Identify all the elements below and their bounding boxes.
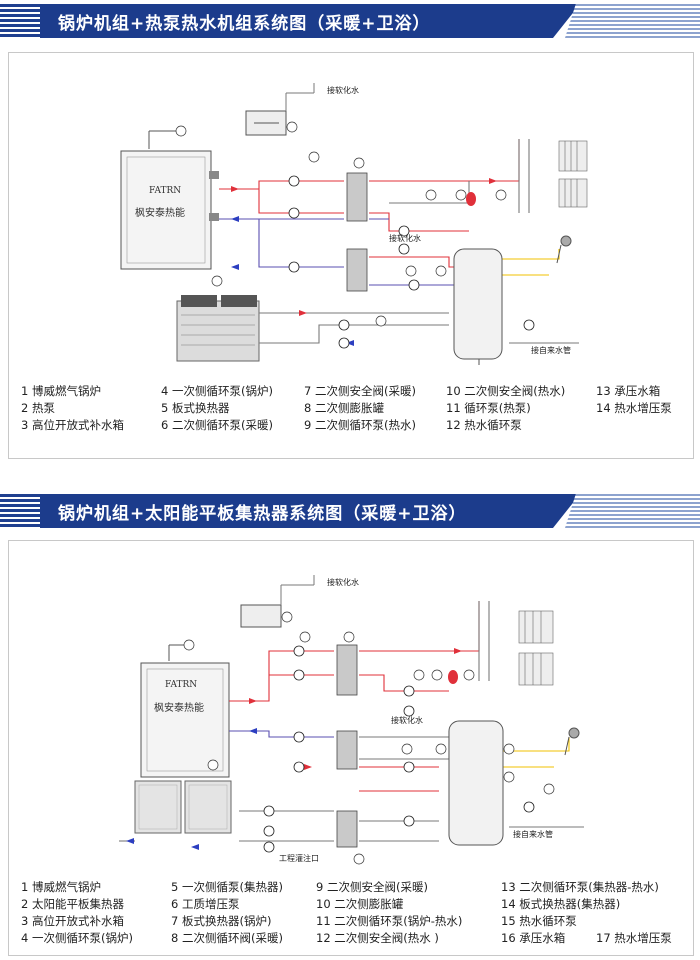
legend-item: 13 承压水箱 — [596, 384, 661, 398]
legend-item: 14 热水增压泵 — [596, 401, 672, 415]
plate-heat-exchangers — [346, 172, 368, 292]
legend-item: 2 太阳能平板集热器 — [21, 897, 124, 911]
section2-banner: 锅炉机组+太阳能平板集热器系统图（采暖+卫浴） — [0, 494, 700, 528]
boiler-brand: FATRN — [165, 680, 197, 690]
radiators — [558, 140, 588, 208]
softened-water-label: 接软化水 — [327, 85, 359, 95]
callout-markers — [175, 121, 507, 327]
legend-item: 12 热水循环泵 — [446, 418, 522, 432]
boiler-name: 枫安泰热能 — [154, 701, 204, 714]
legend-item: 9 二次侧安全阀(采暖) — [316, 880, 428, 894]
pumps — [263, 645, 535, 853]
legend-item: 10 二次侧安全阀(热水) — [446, 384, 566, 398]
callout-markers — [183, 611, 555, 865]
pumps — [288, 175, 535, 349]
section2-diagram: FATRN 枫安泰热能 接软化水 — [119, 575, 584, 865]
legend-item: 6 工质增压泵 — [171, 897, 240, 911]
legend-item: 12 二次侧安全阀(热水 ) — [316, 931, 439, 945]
legend-item: 3 高位开放式补水箱 — [21, 418, 124, 432]
legend-item: 9 二次侧循环泵(热水) — [304, 418, 416, 432]
radiators — [518, 610, 554, 686]
legend-item: 11 二次侧循环泵(锅炉-热水) — [316, 914, 463, 928]
section1-banner: 锅炉机组+热泵热水机组系统图（采暖+卫浴） — [0, 4, 700, 38]
legend-item: 17 热水增压泵 — [596, 931, 672, 945]
legend-item: 6 二次侧循环泵(采暖) — [161, 418, 273, 432]
section2-panel: FATRN 枫安泰热能 接软化水 — [8, 540, 694, 956]
legend-item: 5 一次侧循泵(集热器) — [171, 880, 283, 894]
make-up-water-tank: 接软化水 — [245, 83, 359, 136]
legend-item: 2 热泵 — [21, 401, 55, 415]
tap-water-label: 接自来水管 — [513, 829, 553, 839]
legend-item: 3 高位开放式补水箱 — [21, 914, 124, 928]
boiler-brand: FATRN — [149, 186, 181, 196]
legend-item: 8 二次侧循环阀(采暖) — [171, 931, 283, 945]
legend-item: 5 板式换热器 — [161, 401, 230, 415]
softened-water-label: 接软化水 — [327, 577, 359, 587]
section1-panel: FATRN 枫安泰热能 接软化水 — [8, 52, 694, 459]
section2-legend: 1 博威燃气锅炉 2 太阳能平板集热器 3 高位开放式补水箱 4 一次侧循环泵(… — [21, 879, 691, 951]
legend-item: 4 一次侧循环泵(锅炉) — [161, 384, 273, 398]
heat-pump-unit — [176, 295, 260, 362]
legend-item: 15 热水循环泵 — [501, 914, 577, 928]
fill-port-label: 工程灌注口 — [279, 853, 319, 863]
pressure-water-tank — [453, 248, 503, 365]
shower-head — [564, 727, 580, 756]
legend-item: 7 二次侧安全阀(采暖) — [304, 384, 416, 398]
legend-item: 14 板式换热器(集热器) — [501, 897, 621, 911]
softened-water-label-2: 接软化水 — [391, 715, 423, 725]
legend-item: 7 板式换热器(锅炉) — [171, 914, 272, 928]
boiler-unit: FATRN 枫安泰热能 — [120, 130, 219, 270]
legend-item: 1 博威燃气锅炉 — [21, 384, 101, 398]
legend-item: 8 二次侧膨胀罐 — [304, 401, 384, 415]
expansion-vessel — [448, 670, 458, 684]
legend-item: 1 博威燃气锅炉 — [21, 880, 101, 894]
solar-collectors — [134, 780, 232, 834]
section1-title: 锅炉机组+热泵热水机组系统图（采暖+卫浴） — [58, 14, 431, 34]
boiler-name: 枫安泰热能 — [135, 206, 185, 219]
boiler-unit: FATRN 枫安泰热能 — [140, 644, 230, 778]
pressure-water-tank — [448, 720, 504, 846]
legend-item: 13 二次侧循环泵(集热器-热水) — [501, 880, 659, 894]
expansion-vessel — [466, 192, 476, 206]
legend-item: 11 循环泵(热泵) — [446, 401, 531, 415]
section1-diagram: FATRN 枫安泰热能 接软化水 — [120, 83, 588, 365]
legend-item: 16 承压水箱 — [501, 931, 566, 945]
section2-title: 锅炉机组+太阳能平板集热器系统图（采暖+卫浴） — [58, 504, 467, 524]
legend-item: 10 二次侧膨胀罐 — [316, 897, 404, 911]
legend-item: 4 一次侧循环泵(锅炉) — [21, 931, 133, 945]
tap-water-label: 接自来水管 — [531, 345, 571, 355]
make-up-water-tank: 接软化水 — [240, 575, 359, 628]
shower-head — [556, 235, 572, 264]
plate-heat-exchangers — [336, 644, 358, 848]
softened-water-label-2: 接软化水 — [389, 233, 421, 243]
section1-legend: 1 博威燃气锅炉 2 热泵 3 高位开放式补水箱 4 一次侧循环泵(锅炉) 5 … — [21, 383, 691, 453]
